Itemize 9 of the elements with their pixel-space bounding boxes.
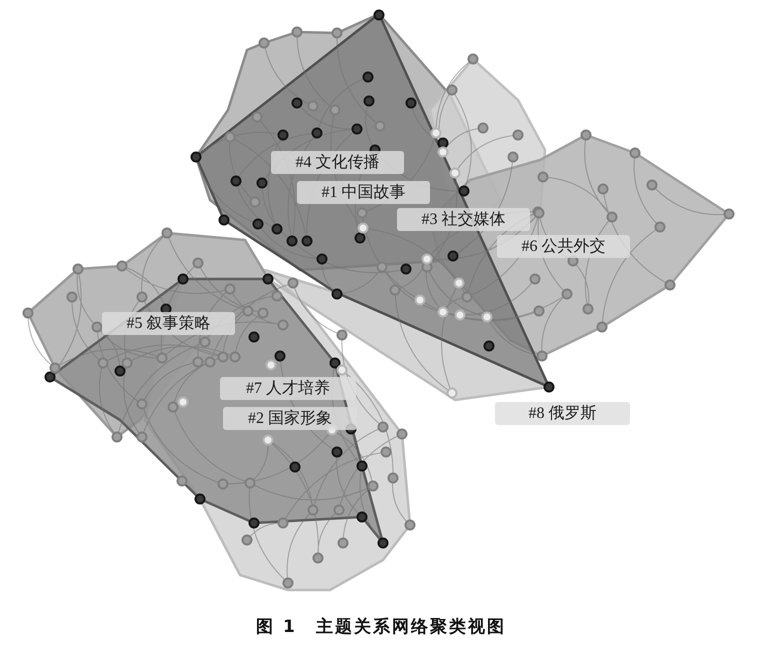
cluster-label: #5 叙事策略 — [102, 312, 235, 335]
cluster-label: #7 人才培养 — [220, 377, 356, 400]
figure-caption: 图 1 主题关系网络聚类视图 — [255, 616, 507, 638]
cluster-label: #6 公共外交 — [497, 235, 630, 258]
cluster-label: #4 文化传播 — [271, 151, 404, 174]
cluster-label: #8 俄罗斯 — [495, 402, 630, 425]
cluster-label: #1 中国故事 — [297, 181, 430, 204]
cluster-label: #3 社交媒体 — [397, 208, 530, 231]
cluster-label: #2 国家形象 — [223, 407, 357, 430]
